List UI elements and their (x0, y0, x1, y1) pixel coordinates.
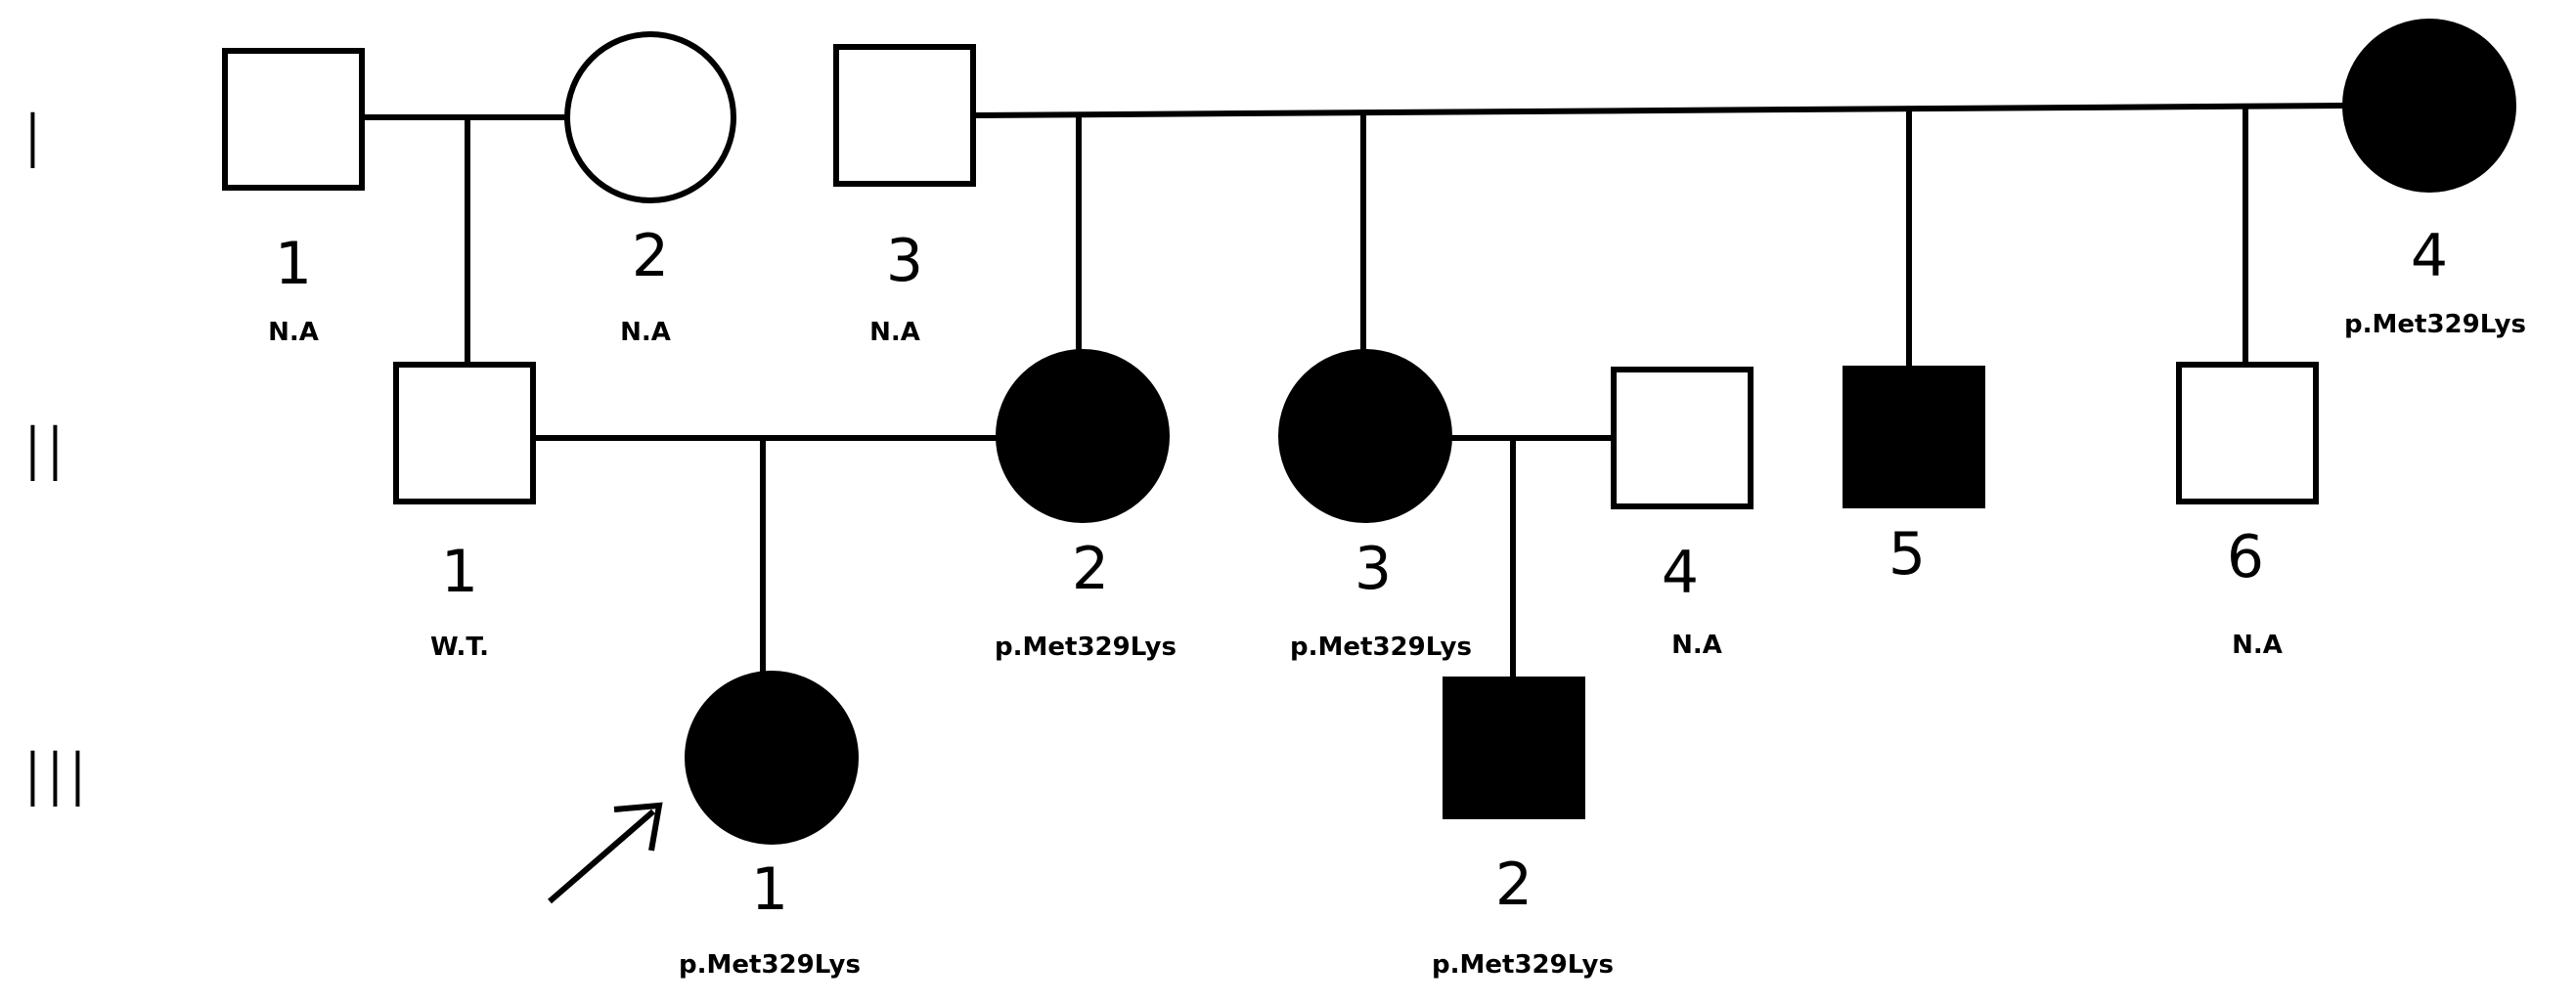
individual-I2-female-symbol (564, 31, 736, 203)
proband-arrow-shaft (548, 808, 655, 904)
individual-I4-number: 4 (2411, 222, 2448, 290)
individual-II4-number: 4 (1662, 539, 1699, 607)
individual-III1-number: 1 (751, 855, 788, 924)
genotype-labels: N.A N.A N.A p.Met329Lys W.T. p.Met329Lys… (268, 310, 2526, 980)
individual-I1-male-symbol (222, 48, 365, 191)
individual-I4-genotype: p.Met329Lys (2344, 310, 2526, 339)
individual-II6-male-symbol (2176, 362, 2319, 504)
individual-numbers: 1 2 3 4 1 2 3 4 5 6 1 2 (275, 222, 2448, 924)
pedigree-lines (362, 103, 2346, 679)
individual-II2-female-symbol (996, 349, 1170, 523)
individual-I4-female-symbol (2342, 19, 2516, 193)
individuals (222, 19, 2516, 845)
individual-I1-number: 1 (275, 230, 312, 298)
individual-II2-genotype: p.Met329Lys (995, 633, 1177, 662)
individual-III2-male-symbol (1443, 677, 1585, 819)
individual-III1-genotype: p.Met329Lys (679, 950, 861, 980)
proband-arrow (548, 802, 663, 904)
individual-II4-male-symbol (1611, 367, 1754, 509)
individual-III2-number: 2 (1495, 851, 1532, 919)
individual-II1-male-symbol (393, 362, 536, 504)
individual-II1-genotype: W.T. (430, 633, 489, 662)
individual-I3-male-symbol (833, 44, 976, 187)
individual-I3-number: 3 (886, 227, 923, 295)
individual-III1-female-symbol (685, 671, 859, 845)
individual-II5-number: 5 (1888, 520, 1926, 589)
individual-I3-genotype: N.A (869, 318, 920, 347)
generation-label-III: III (22, 737, 89, 825)
individual-II4-genotype: N.A (1671, 631, 1722, 660)
individual-II6-number: 6 (2227, 523, 2264, 591)
individual-II3-female-symbol (1278, 349, 1452, 523)
generation-labels: I II III (22, 99, 89, 825)
proband-arrow-head (613, 802, 663, 852)
individual-II1-number: 1 (441, 538, 478, 606)
individual-III2-genotype: p.Met329Lys (1432, 950, 1614, 980)
individual-I2-genotype: N.A (620, 318, 671, 347)
individual-II5-male-symbol (1843, 366, 1985, 508)
individual-II2-number: 2 (1072, 535, 1109, 603)
generation-label-I: I (22, 99, 44, 187)
generation-label-II: II (22, 412, 67, 500)
mating-line-I3-I4 (972, 103, 2346, 118)
individual-II3-genotype: p.Met329Lys (1290, 633, 1472, 662)
individual-II6-genotype: N.A (2232, 631, 2283, 660)
individual-II3-number: 3 (1355, 535, 1392, 603)
individual-I1-genotype: N.A (268, 318, 319, 347)
individual-I2-number: 2 (632, 222, 669, 290)
